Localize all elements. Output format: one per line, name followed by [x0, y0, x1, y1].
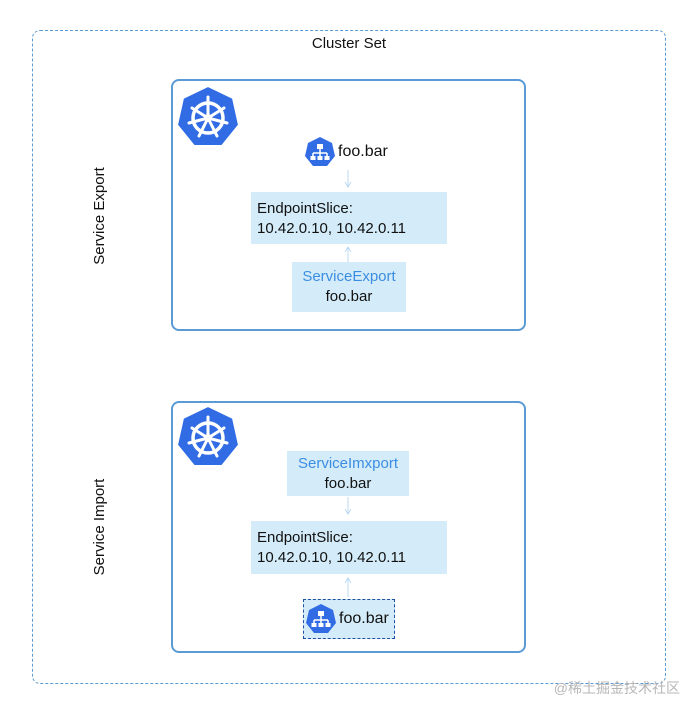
arrow-down — [343, 497, 353, 517]
service-export-label: Service Export — [91, 167, 108, 265]
serviceexport-kind: ServiceExport — [302, 268, 396, 285]
arrow-up — [343, 575, 353, 597]
import-service-name: foo.bar — [339, 610, 389, 627]
kubernetes-helm-icon — [175, 84, 241, 148]
arrow-down — [343, 170, 353, 190]
watermark: @稀土掘金技术社区 — [553, 680, 680, 696]
export-service-name: foo.bar — [338, 143, 388, 160]
import-endpointslice-box: EndpointSlice: 10.42.0.10, 10.42.0.11 — [251, 521, 447, 574]
export-endpointslice-box: EndpointSlice: 10.42.0.10, 10.42.0.11 — [251, 192, 447, 244]
cluster-set-container — [32, 30, 666, 684]
cluster-set-title: Cluster Set — [311, 35, 387, 52]
serviceimport-kind: ServiceImxport — [297, 455, 399, 472]
endpointslice-title: EndpointSlice: — [257, 200, 353, 217]
arrow-up — [343, 244, 353, 264]
service-icon — [304, 136, 336, 168]
serviceimport-box: ServiceImxport foo.bar — [287, 451, 409, 496]
serviceimport-name: foo.bar — [324, 475, 372, 492]
endpointslice-ips: 10.42.0.10, 10.42.0.11 — [257, 220, 407, 237]
service-icon — [305, 603, 337, 635]
kubernetes-helm-icon — [175, 404, 241, 468]
service-import-label: Service Import — [91, 478, 108, 576]
serviceexport-name: foo.bar — [325, 288, 373, 305]
endpointslice-ips: 10.42.0.10, 10.42.0.11 — [257, 549, 407, 566]
serviceexport-box: ServiceExport foo.bar — [292, 262, 406, 312]
endpointslice-title: EndpointSlice: — [257, 529, 353, 546]
